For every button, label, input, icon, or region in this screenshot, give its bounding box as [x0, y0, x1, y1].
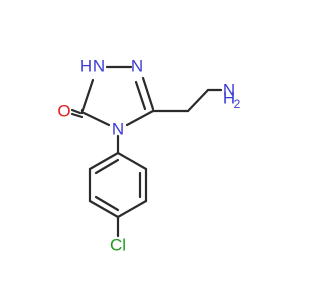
atom-oxygen: O	[57, 102, 70, 121]
bond-n2-c3-double	[134, 80, 147, 111]
bond-c5-o-double-b	[70, 112, 84, 119]
atom-n2: N	[131, 57, 143, 76]
bond-ph-6-1-inner	[94, 158, 120, 175]
atom-amine-h: H	[223, 89, 235, 108]
bond-ph-4-5-inner	[94, 195, 120, 212]
atom-n1: N	[93, 57, 105, 76]
bond-n1-c5	[80, 78, 95, 115]
atom-n4: N	[112, 120, 124, 139]
atom-chlorine: Cl	[110, 236, 126, 255]
bond-c5-o-double-a	[70, 108, 82, 115]
atom-amine-subscript: 2	[234, 97, 241, 111]
bond-ch2-ch2	[186, 88, 210, 113]
bond-n4-c5	[82, 111, 111, 127]
bonds	[70, 65, 223, 238]
bond-ph-4-5	[88, 199, 120, 219]
bond-ph-3-4	[116, 199, 148, 219]
bond-ph-6-1	[88, 151, 120, 171]
atom-h-ring: H	[80, 57, 92, 76]
molecule-structure: H N N N O H N 2 Cl	[57, 57, 240, 255]
bond-c3-n4	[125, 109, 155, 127]
atom-amine-n: N	[223, 81, 235, 100]
bond-n2-c3	[141, 76, 155, 111]
atom-labels: H N N N O H N 2 Cl	[57, 57, 240, 255]
bond-ph-1-2	[116, 151, 148, 171]
